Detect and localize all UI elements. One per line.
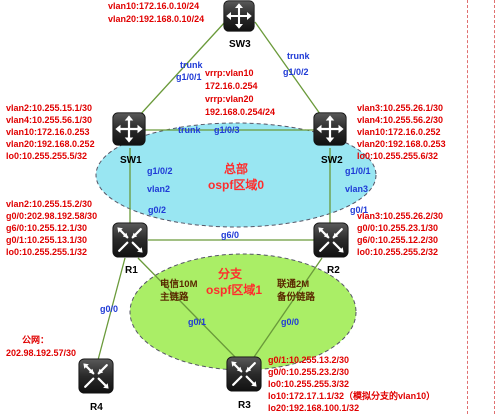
r3-info-line: g0/0:10.255.23.2/30 (268, 367, 349, 377)
r2-info-line: lo0:10.255.255.2/32 (357, 247, 438, 257)
port-label: g1/0/2 (147, 166, 173, 176)
r1-info: vlan2:10.255.15.2/30 g0/0:202.98.192.58/… (6, 199, 97, 257)
r3-info-line: lo10:172.17.1.1/32（模拟分支的vlan10） (268, 390, 435, 401)
branch-area-name: 分支 (218, 266, 243, 281)
r4-router-icon[interactable] (78, 358, 114, 394)
port-label: g6/0 (221, 230, 239, 240)
r3-info-line: g0/1:10.255.13.2/30 (268, 355, 349, 365)
port-label: g0/0 (100, 304, 118, 314)
sw1-info-line: vlan4:10.255.56.1/30 (6, 115, 92, 125)
vrrp-line: 172.16.0.254 (205, 81, 258, 91)
r1-info-line: g0/1:10.255.13.1/30 (6, 235, 87, 245)
link-sw3-sw1 (127, 21, 226, 129)
port-label: g0/1 (350, 205, 368, 215)
sw1-label: SW1 (120, 155, 142, 166)
link-r2-r3 (251, 257, 323, 361)
link-r1-r3 (137, 257, 239, 361)
main-link-label: 电信10M 主链路 (160, 278, 198, 303)
r1-label: R1 (125, 265, 138, 276)
r2-router-icon[interactable] (313, 222, 349, 258)
port-label: g1/0/1 (345, 166, 371, 176)
backup-link-line: 联通2M (277, 278, 309, 290)
public-network-info: 公网： 202.98.192.57/30 (6, 335, 76, 358)
backup-link-line: 备份链路 (276, 291, 316, 303)
sw3-info-line: vlan20:192.168.0.10/24 (108, 14, 204, 24)
r2-label: R2 (327, 265, 340, 276)
branch-area-ellipse (129, 253, 357, 371)
port-label: trunk (180, 60, 203, 70)
sw2-info-line: lo0:10.255.255.6/32 (357, 151, 438, 161)
hq-area-ellipse (95, 122, 377, 228)
port-label: g1/0/1 (176, 72, 202, 82)
sw2-info-line: vlan10:172.16.0.252 (357, 127, 441, 137)
port-label: g0/2 (148, 205, 166, 215)
r4-label: R4 (90, 402, 103, 413)
sw1-info-line: lo0:10.255.255.5/32 (6, 151, 87, 161)
hq-area-ospf: ospf区域0 (208, 177, 264, 192)
sw1-info-line: vlan20:192.168.0.252 (6, 139, 95, 149)
sw3-label: SW3 (229, 39, 251, 50)
vrrp-line: 192.168.0.254/24 (205, 107, 275, 117)
branch-area-ospf: ospf区域1 (206, 282, 262, 297)
public-ip: 202.98.192.57/30 (6, 348, 76, 358)
port-label: g0/1 (188, 317, 206, 327)
public-label: 公网： (22, 335, 49, 345)
main-link-line: 电信10M (160, 278, 198, 290)
vrrp-line: vrrp:vlan10 (205, 68, 254, 78)
main-link-line: 主链路 (160, 291, 189, 303)
port-label: trunk (178, 125, 201, 135)
r3-info: g0/1:10.255.13.2/30 g0/0:10.255.23.2/30 … (268, 355, 435, 413)
sw1-info: vlan2:10.255.15.1/30 vlan4:10.255.56.1/3… (6, 103, 95, 161)
sw2-info-line: vlan20:192.168.0.253 (357, 139, 446, 149)
sw2-label: SW2 (321, 155, 343, 166)
link-r1-r4 (97, 257, 126, 361)
link-sw3-sw2 (254, 21, 331, 129)
port-label: g0/0 (281, 317, 299, 327)
sw2-switch-icon[interactable] (313, 112, 347, 146)
sw1-info-line: vlan2:10.255.15.1/30 (6, 103, 92, 113)
sw3-info-line: vlan10:172.16.0.10/24 (108, 1, 199, 11)
port-label: vlan3 (345, 184, 368, 194)
page-frame (467, 0, 495, 414)
r1-info-line: g0/0:202.98.192.58/30 (6, 211, 97, 221)
r1-info-line: vlan2:10.255.15.2/30 (6, 199, 92, 209)
port-label: trunk (287, 51, 310, 61)
r1-router-icon[interactable] (112, 222, 148, 258)
port-label: g1/0/3 (214, 125, 240, 135)
sw3-info: vlan10:172.16.0.10/24 vlan20:192.168.0.1… (108, 1, 204, 24)
r3-router-icon[interactable] (226, 356, 262, 392)
r3-info-line: lo0:10.255.255.3/32 (268, 379, 349, 389)
r3-label: R3 (238, 400, 251, 411)
vrrp-info: vrrp:vlan10 172.16.0.254 vrrp:vlan20 192… (205, 68, 275, 117)
r2-info-line: g0/0:10.255.23.1/30 (357, 223, 438, 233)
sw2-info: vlan3:10.255.26.1/30 vlan4:10.255.56.2/3… (357, 103, 446, 161)
r1-info-line: g6/0:10.255.12.1/30 (6, 223, 87, 233)
sw1-switch-icon[interactable] (112, 112, 146, 146)
r2-info: vlan3:10.255.26.2/30 g0/0:10.255.23.1/30… (357, 211, 443, 257)
r1-info-line: lo0:10.255.255.1/32 (6, 247, 87, 257)
links (97, 21, 331, 361)
sw1-info-line: vlan10:172.16.0.253 (6, 127, 90, 137)
r3-info-line: lo20:192.168.100.1/32 (268, 403, 359, 413)
backup-link-label: 联通2M 备份链路 (276, 278, 316, 303)
vrrp-line: vrrp:vlan20 (205, 94, 254, 104)
sw2-info-line: vlan4:10.255.56.2/30 (357, 115, 443, 125)
hq-area-name: 总部 (224, 161, 248, 176)
r2-info-line: g6/0:10.255.12.2/30 (357, 235, 438, 245)
port-label: g1/0/2 (283, 67, 309, 77)
port-labels: trunk g1/0/1 trunk g1/0/2 trunk g1/0/3 g… (100, 51, 371, 327)
sw3-switch-icon[interactable] (222, 0, 256, 32)
r2-info-line: vlan3:10.255.26.2/30 (357, 211, 443, 221)
port-label: vlan2 (147, 184, 170, 194)
sw2-info-line: vlan3:10.255.26.1/30 (357, 103, 443, 113)
